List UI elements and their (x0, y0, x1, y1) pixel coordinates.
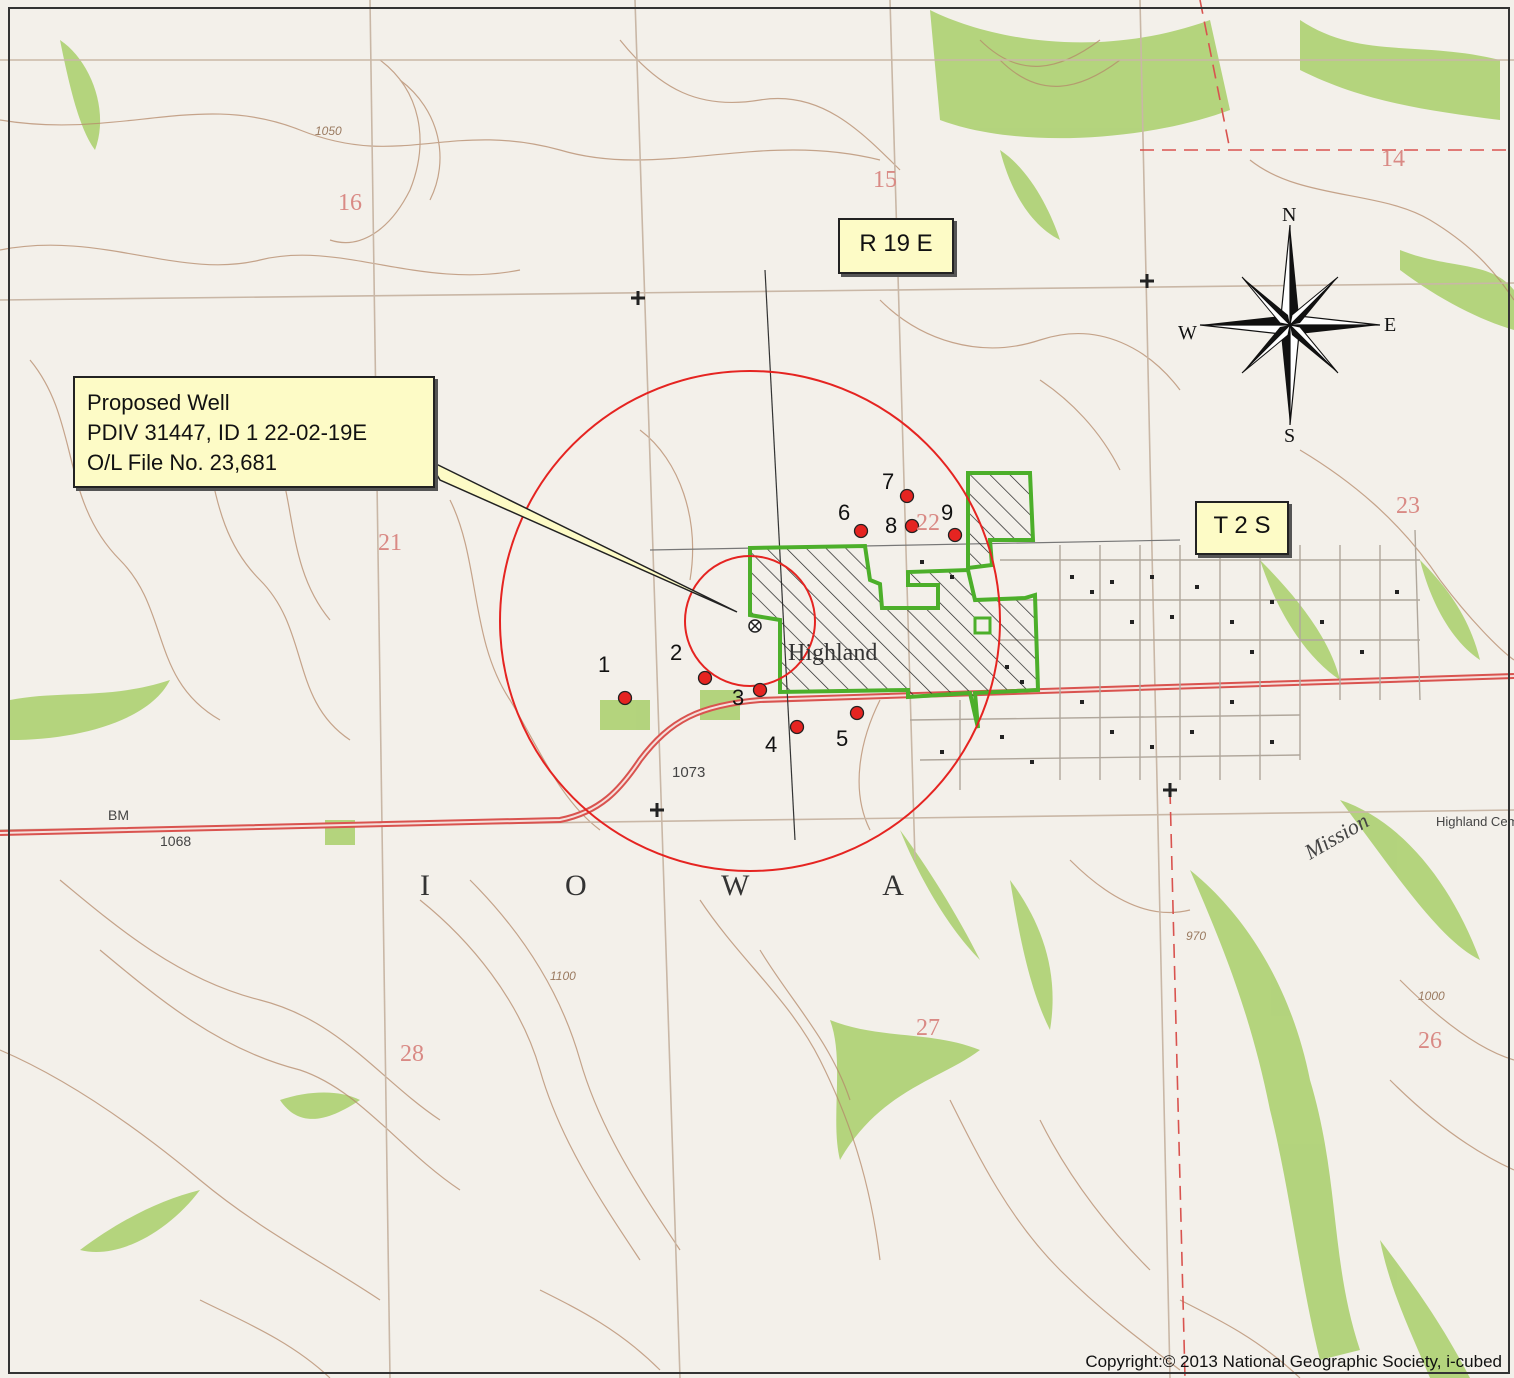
contour-label-1050: 1050 (315, 124, 342, 138)
callout-title: Proposed Well (87, 390, 230, 415)
section-number-14: 14 (1381, 146, 1405, 172)
contour-label-970: 970 (1186, 929, 1206, 943)
range-label: R 19 E (838, 218, 954, 274)
well-marker-3[interactable] (752, 682, 768, 698)
section-corner-markers (631, 274, 1177, 817)
well-label-1: 1 (598, 652, 610, 677)
proposed-well-symbol[interactable] (748, 619, 762, 633)
boundary-dashed-lines (1140, 0, 1514, 1378)
town-name-highland: Highland (788, 640, 877, 666)
section-number-27: 27 (916, 1015, 940, 1041)
well-marker-6[interactable] (853, 523, 869, 539)
benchmark-elevation-1068: 1068 (160, 833, 191, 849)
section-number-28: 28 (400, 1041, 424, 1067)
contour-value-labels: 1050 1100 1000 970 (315, 124, 1445, 1003)
compass-west-label: W (1178, 322, 1197, 344)
section-number-23: 23 (1396, 493, 1420, 519)
well-label-6: 6 (838, 500, 850, 525)
well-label-2: 2 (670, 640, 682, 665)
well-label-4: 4 (765, 732, 777, 757)
compass-rose: N S E W (1178, 204, 1396, 447)
well-label-8: 8 (885, 513, 897, 538)
well-label-5: 5 (836, 726, 848, 751)
map-frame (8, 7, 1510, 1374)
well-marker-4[interactable] (789, 719, 805, 735)
section-number-21: 21 (378, 530, 402, 556)
road-layer (0, 269, 1514, 841)
study-area-inset-square (973, 616, 992, 635)
well-label-7: 7 (882, 469, 894, 494)
section-number-22: 22 (916, 510, 940, 536)
town-street-grid (909, 529, 1421, 790)
study-area-boundary-north (966, 471, 1036, 571)
proposed-well-callout: Proposed Well PDIV 31447, ID 1 22-02-19E… (73, 376, 435, 488)
well-label-9: 9 (941, 500, 953, 525)
wells-layer (617, 488, 963, 735)
state-name-iowa: I O W A (420, 869, 944, 902)
well-marker-5[interactable] (849, 705, 865, 721)
compass-south-label: S (1284, 425, 1295, 447)
well-marker-1[interactable] (617, 690, 633, 706)
well-label-3: 3 (732, 685, 744, 710)
inner-radius-circle (684, 555, 816, 687)
well-marker-8[interactable] (904, 518, 920, 534)
well-labels: 1 2 3 4 5 6 7 8 9 (598, 469, 953, 757)
compass-east-label: E (1384, 314, 1396, 336)
benchmark-elevation-1073: 1073 (672, 764, 705, 781)
section-number-16: 16 (338, 190, 362, 216)
well-marker-9[interactable] (947, 527, 963, 543)
vegetation-layer (10, 10, 1514, 1378)
well-marker-7[interactable] (899, 488, 915, 504)
compass-north-label: N (1282, 204, 1296, 226)
benchmark-label: BM (108, 807, 129, 823)
cemetery-name: Highland Cem (1436, 814, 1514, 829)
section-number-26: 26 (1418, 1028, 1442, 1054)
outer-radius-circle (499, 370, 1001, 872)
section-numbers: 16 15 14 21 22 23 28 27 26 (338, 146, 1442, 1067)
section-number-15: 15 (873, 167, 897, 193)
contour-label-1000: 1000 (1418, 989, 1445, 1003)
copyright-notice: Copyright:© 2013 National Geographic Soc… (1085, 1352, 1502, 1371)
township-label: T 2 S (1195, 501, 1289, 555)
contour-label-1100: 1100 (550, 969, 576, 983)
callout-file-number: O/L File No. 23,681 (87, 450, 277, 475)
study-area-boundary (748, 543, 1041, 729)
well-marker-2[interactable] (697, 670, 713, 686)
contour-layer (0, 39, 1514, 1378)
callout-permit-id: PDIV 31447, ID 1 22-02-19E (87, 420, 368, 445)
